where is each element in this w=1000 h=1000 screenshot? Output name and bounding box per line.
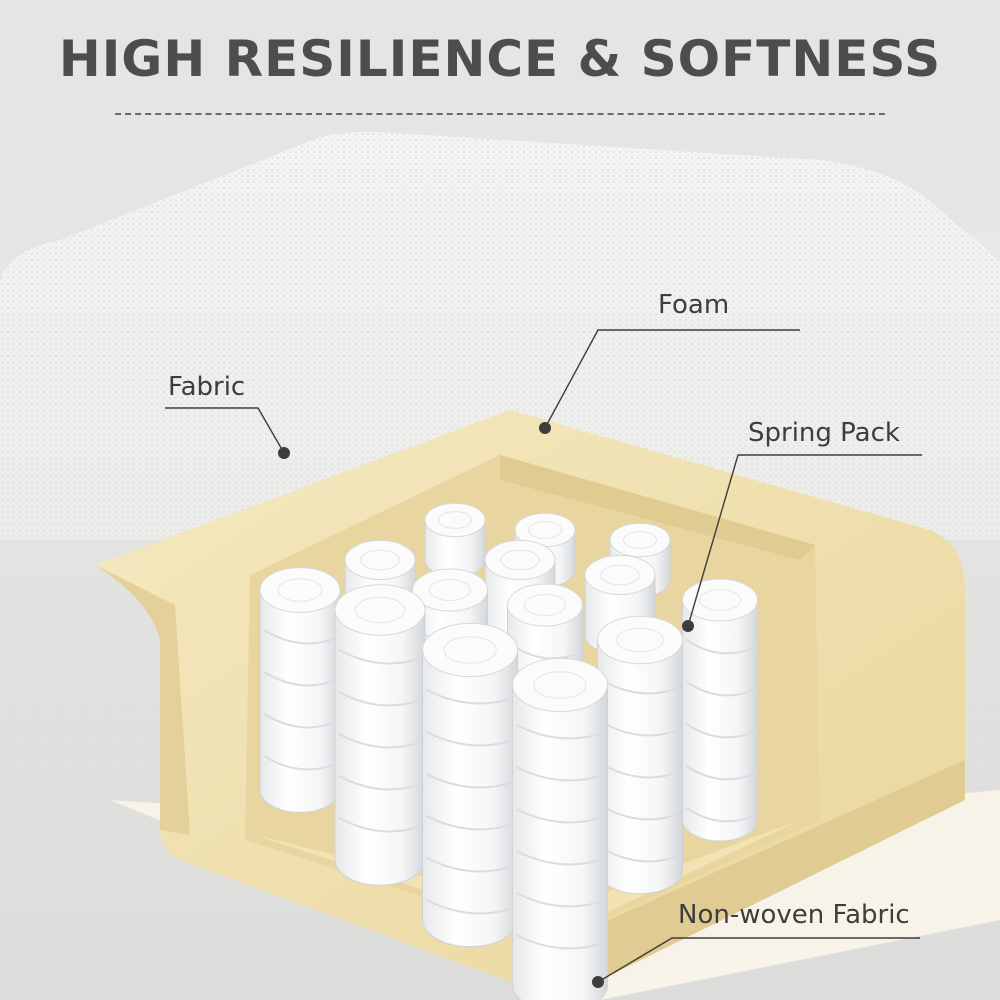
callout-lines	[165, 329, 922, 983]
spring-coil	[334, 584, 426, 886]
spring-coil	[512, 657, 608, 1000]
page-title: HIGH RESILIENCE & SOFTNESS	[58, 30, 942, 88]
non-woven-fabric-callout-dot	[592, 976, 604, 988]
spring-coil	[682, 578, 758, 842]
callout-dots	[278, 422, 694, 988]
spring-pack	[259, 502, 758, 1000]
foam-label: Foam	[658, 290, 730, 320]
spring-coil	[259, 567, 341, 813]
spring-pack-callout-line	[687, 454, 922, 627]
title-dashed-divider	[115, 113, 885, 115]
spring-coil	[424, 502, 486, 578]
non-woven-fabric-callout-line	[597, 937, 920, 983]
fabric-callout-line	[165, 407, 285, 454]
fabric-label: Fabric	[168, 372, 246, 402]
spring-pack-label: Spring Pack	[748, 418, 900, 448]
foam-callout-dot	[539, 422, 551, 434]
spring-coil	[597, 615, 683, 895]
fabric-callout-dot	[278, 447, 290, 459]
non-woven-fabric-label: Non-woven Fabric	[678, 900, 910, 930]
foam-callout-line	[544, 329, 800, 429]
spring-pack-callout-dot	[682, 620, 694, 632]
spring-coil	[422, 622, 518, 948]
